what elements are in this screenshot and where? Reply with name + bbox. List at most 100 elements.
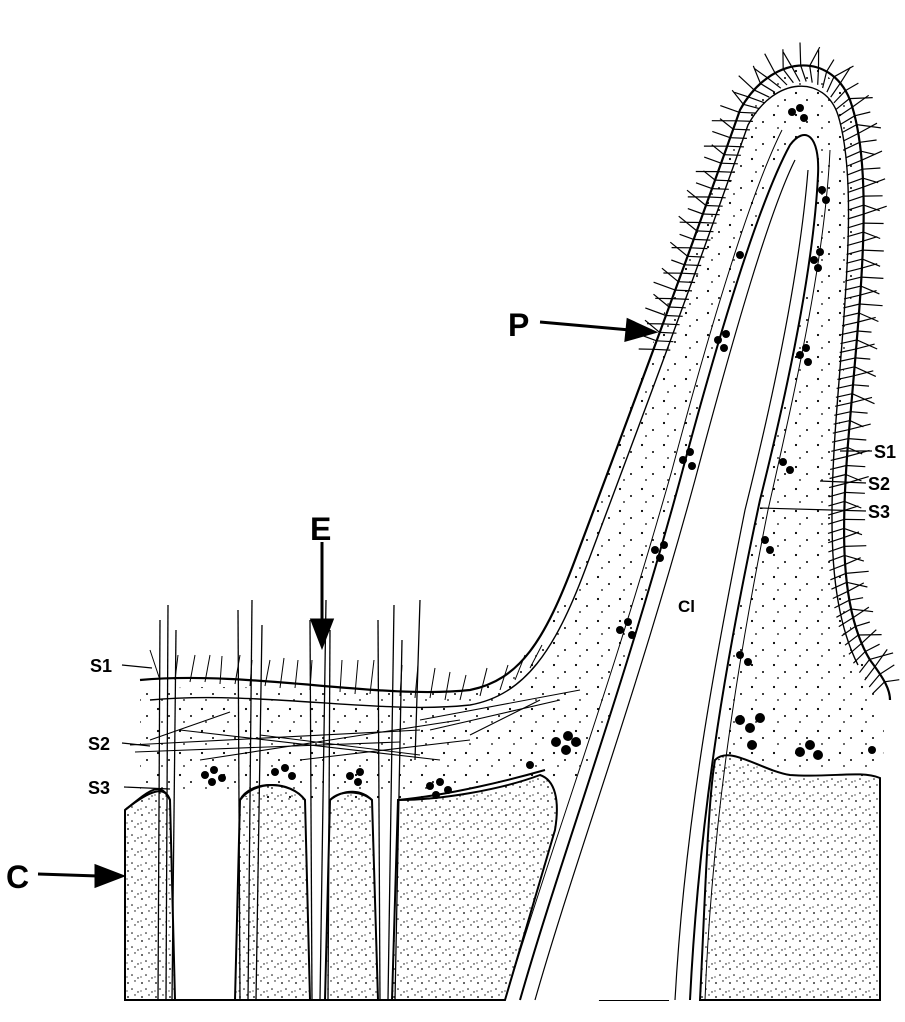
label-s1-left: S1: [90, 656, 112, 676]
papilla-spine: [864, 206, 887, 214]
papilla-spine: [732, 90, 743, 104]
papilla-spine: [688, 209, 703, 214]
papilla-spine: [849, 98, 872, 99]
papilla-spine: [712, 131, 730, 137]
arrow-e-head: [312, 620, 332, 646]
papilla-spine: [848, 439, 866, 440]
papilla-spine: [654, 282, 676, 290]
label-c: C: [6, 859, 29, 895]
papilla-spine: [645, 308, 666, 316]
papilla-spine: [696, 183, 712, 189]
papilla-spine: [875, 649, 887, 666]
papilla-spine: [840, 67, 850, 83]
papilla-zigzag-spicule: [709, 197, 726, 198]
papilla-spine: [670, 242, 687, 256]
label-e: E: [310, 511, 331, 547]
papilla-zigzag-spicule: [663, 324, 680, 325]
papilla-spine: [846, 466, 865, 467]
papilla-spine: [704, 171, 716, 180]
papilla-spine: [861, 277, 883, 278]
papilla-zigzag-spicule: [675, 290, 692, 291]
papilla-zigzag-spicule: [739, 112, 756, 113]
papilla-zigzag-spicule: [681, 273, 698, 274]
papilla-spine: [671, 260, 684, 265]
papilla-zigzag-spicule: [697, 231, 714, 232]
papilla-zigzag-spicule: [727, 146, 744, 147]
papilla-zigzag-spicule: [654, 349, 671, 350]
papilla-zigzag-spicule: [666, 316, 683, 317]
papilla-spine: [783, 52, 792, 67]
papilla-zigzag-spicule: [688, 256, 705, 257]
papilla-spine: [863, 237, 877, 241]
papilla-zigzag-spicule: [703, 214, 720, 215]
papilla-spine: [654, 294, 670, 307]
arrow-c-head: [96, 866, 122, 886]
papilla-zigzag-spicule: [721, 163, 738, 164]
arrow-p-head: [626, 320, 654, 340]
papilla-spine: [845, 492, 865, 493]
papilla-spine: [687, 190, 706, 205]
papilla-spine: [880, 665, 894, 674]
papilla-spine: [860, 291, 876, 296]
papilla-zigzag-spicule: [694, 239, 711, 240]
papilla-spine: [845, 558, 861, 565]
papilla-zigzag-spicule: [700, 223, 717, 224]
papilla-spine: [849, 598, 863, 601]
papilla-zigzag-spicule: [715, 180, 732, 181]
label-p: P: [508, 307, 529, 343]
papilla-spine: [753, 66, 760, 84]
arrow-c-line: [38, 874, 98, 876]
papilla-zigzag-spicule: [660, 332, 677, 333]
papilla-zigzag-spicule: [691, 248, 708, 249]
papilla-spine: [885, 680, 900, 682]
papilla-zigzag-spicule: [733, 129, 750, 130]
papilla-spine: [862, 264, 877, 268]
label-s2-right: S2: [868, 474, 890, 494]
papilla-zigzag-spicule: [706, 206, 723, 207]
papilla-spine: [855, 358, 870, 359]
papilla-zigzag-spicule: [669, 307, 686, 308]
papilla-spine: [858, 331, 872, 332]
papilla-spine: [844, 532, 859, 537]
papilla-spine: [827, 60, 834, 72]
label-s2-left: S2: [88, 734, 110, 754]
papilla-spine: [863, 179, 885, 187]
papilla-spine: [855, 112, 871, 116]
papilla-spine: [851, 412, 868, 413]
papilla-spine: [852, 95, 868, 107]
papilla-spine: [844, 506, 858, 511]
label-s3-left: S3: [88, 778, 110, 798]
papilla-spine: [862, 168, 880, 169]
papilla-spine: [704, 157, 721, 163]
papilla-zigzag-spicule: [736, 121, 753, 122]
papilla-spine: [865, 644, 879, 651]
papilla-spine: [863, 232, 880, 238]
papilla-spine: [765, 54, 775, 73]
papilla-spine: [855, 622, 869, 626]
papilla-zigzag-spicule: [724, 155, 741, 156]
papilla-spine: [863, 250, 884, 251]
papilla-zigzag-spicule: [685, 265, 702, 266]
papilla-spine: [860, 140, 877, 142]
papilla-spine: [846, 571, 869, 573]
papilla-spine: [860, 304, 883, 306]
papilla-spine: [862, 630, 877, 644]
papilla-spine: [853, 385, 869, 386]
papilla-zigzag-spicule: [730, 138, 747, 139]
choanosome-region-right: [700, 755, 880, 1000]
papilla-spine: [845, 83, 858, 91]
papilla-zigzag-spicule: [712, 189, 729, 190]
arrow-p-line: [540, 322, 630, 330]
papilla-spine: [679, 216, 697, 231]
papilla-zigzag-spicule: [818, 68, 819, 85]
label-s1-right: S1: [874, 442, 896, 462]
papilla-spine: [844, 546, 866, 547]
choanosome-region: [125, 775, 557, 1000]
label-cl: Cl: [678, 597, 695, 616]
papilla-spine: [800, 43, 801, 66]
papilla-zigzag-spicule: [678, 282, 695, 283]
papilla-spine: [720, 106, 739, 113]
papilla-spine: [845, 501, 862, 508]
label-s3-right: S3: [868, 502, 890, 522]
